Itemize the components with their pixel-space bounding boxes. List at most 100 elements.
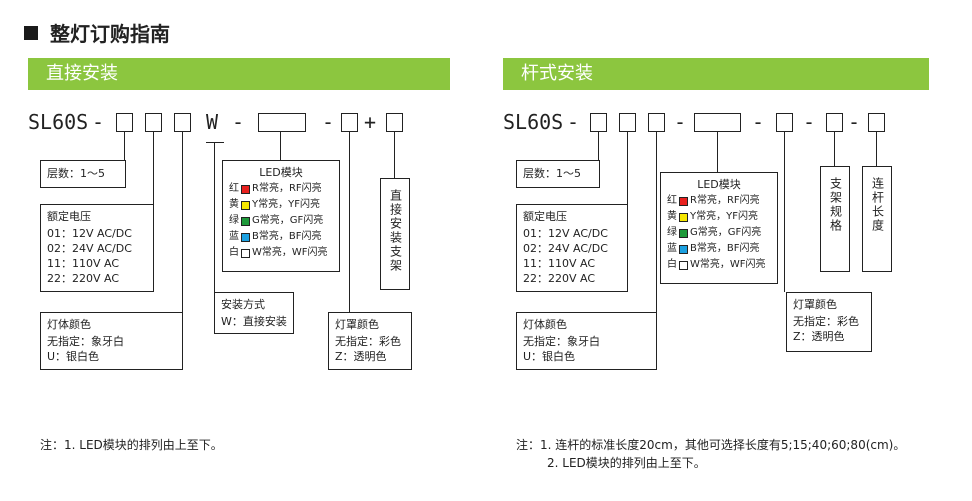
right-dash-2: - [674, 110, 687, 134]
section-direct-mount-title: 直接安装 [46, 63, 118, 84]
left-mount-box: 安装方式 W：直接安装 [214, 292, 294, 334]
yellow-swatch-icon [241, 200, 250, 210]
left-bracket-text: 直接安装支架 [388, 189, 403, 273]
right-notes: 注：1. 连杆的标准长度20cm，其他可选择长度有5;15;40;60;80(c… [516, 436, 905, 472]
blue-swatch-icon [679, 244, 688, 254]
right-body-color-title: 灯体颜色 [523, 318, 567, 331]
left-slot-led [258, 113, 306, 132]
page-title: 整灯订购指南 [24, 18, 170, 47]
left-dash-3: - [322, 110, 335, 134]
white-swatch-icon [679, 260, 688, 270]
left-layers-box: 层数：1～5 [40, 160, 126, 188]
right-body-color-item: 无指定：象牙白 [523, 335, 600, 348]
left-led-title: LED模块 [259, 166, 303, 179]
right-cover-color-title: 灯罩颜色 [793, 298, 837, 311]
right-voltage-box: 额定电压 01：12V AC/DC 02：24V AC/DC 11：110V A… [516, 204, 628, 292]
left-mount-letter: W [206, 110, 219, 134]
right-dash-5: - [848, 110, 861, 134]
right-slot-voltage [619, 113, 636, 132]
right-layers-text: 层数：1～5 [523, 167, 581, 180]
left-body-color-box: 灯体颜色 无指定：象牙白 U：银白色 [40, 312, 183, 370]
left-model-prefix: SL60S [28, 110, 89, 134]
right-voltage-item: 02：24V AC/DC [523, 242, 608, 255]
right-body-color-item: U：银白色 [523, 350, 576, 363]
section-pole-mount-title: 杆式安装 [521, 63, 593, 84]
right-line-bracket [834, 132, 835, 166]
left-voltage-box: 额定电压 01：12V AC/DC 02：24V AC/DC 11：110V A… [40, 204, 154, 292]
left-cover-color-title: 灯罩颜色 [335, 318, 379, 331]
left-line-cover [349, 132, 350, 312]
right-bracket-spec-box: 支架规格 [820, 166, 850, 272]
left-line-led [280, 132, 281, 160]
right-slot-bracket-spec [826, 113, 843, 132]
left-slot-voltage [145, 113, 162, 132]
right-voltage-title: 额定电压 [523, 210, 567, 223]
blue-swatch-icon [241, 232, 250, 242]
left-notes: 注：1. LED模块的排列由上至下。 [40, 436, 223, 454]
left-slot-bracket [386, 113, 403, 132]
left-voltage-title: 额定电压 [47, 210, 91, 223]
right-line-voltage [627, 132, 628, 204]
right-line-pole [876, 132, 877, 166]
right-cover-color-item: 无指定：彩色 [793, 315, 859, 328]
right-voltage-item: 22：220V AC [523, 272, 596, 285]
right-bracket-spec-text: 支架规格 [828, 177, 843, 233]
right-dash-1: - [567, 110, 580, 134]
left-layers-text: 层数：1～5 [47, 167, 105, 180]
right-slot-layers [590, 113, 607, 132]
left-line-voltage [153, 132, 154, 204]
section-pole-mount-header: 杆式安装 [503, 58, 929, 90]
left-dash-1: - [92, 110, 105, 134]
right-voltage-item: 11：110V AC [523, 257, 596, 270]
left-cover-color-box: 灯罩颜色 无指定：彩色 Z：透明色 [328, 312, 412, 370]
green-swatch-icon [241, 216, 250, 226]
left-line-mount [214, 142, 215, 292]
left-line-mount-h [206, 142, 224, 143]
right-layers-box: 层数：1～5 [516, 160, 600, 188]
left-slot-cover-color [341, 113, 358, 132]
right-pole-length-text: 连杆长度 [870, 177, 885, 233]
left-body-color-title: 灯体颜色 [47, 318, 91, 331]
section-direct-mount-header: 直接安装 [28, 58, 450, 90]
right-pole-length-box: 连杆长度 [862, 166, 892, 272]
left-note-1: 注：1. LED模块的排列由上至下。 [40, 438, 223, 452]
left-body-color-item: U：银白色 [47, 350, 100, 363]
right-line-led [717, 132, 718, 172]
left-voltage-item: 01：12V AC/DC [47, 227, 132, 240]
right-line-body [656, 132, 657, 312]
right-voltage-item: 01：12V AC/DC [523, 227, 608, 240]
page-title-text: 整灯订购指南 [50, 22, 170, 46]
red-swatch-icon [241, 184, 250, 194]
right-line-layers [598, 132, 599, 160]
title-square-icon [24, 25, 38, 40]
left-plus: + [364, 110, 377, 134]
left-body-color-item: 无指定：象牙白 [47, 335, 124, 348]
right-slot-cover-color [776, 113, 793, 132]
left-line-body [182, 132, 183, 312]
left-voltage-item: 11：110V AC [47, 257, 120, 270]
right-slot-body-color [648, 113, 665, 132]
left-mount-value: W：直接安装 [221, 315, 287, 328]
left-cover-color-item: Z：透明色 [335, 350, 387, 363]
green-swatch-icon [679, 228, 688, 238]
left-voltage-item: 22：220V AC [47, 272, 120, 285]
yellow-swatch-icon [679, 212, 688, 222]
right-slot-pole-length [868, 113, 885, 132]
right-note-1: 注：1. 连杆的标准长度20cm，其他可选择长度有5;15;40;60;80(c… [516, 438, 906, 452]
left-line-bracket [394, 132, 395, 178]
left-dash-2: - [232, 110, 245, 134]
right-dash-3: - [752, 110, 765, 134]
right-cover-color-item: Z：透明色 [793, 330, 845, 343]
